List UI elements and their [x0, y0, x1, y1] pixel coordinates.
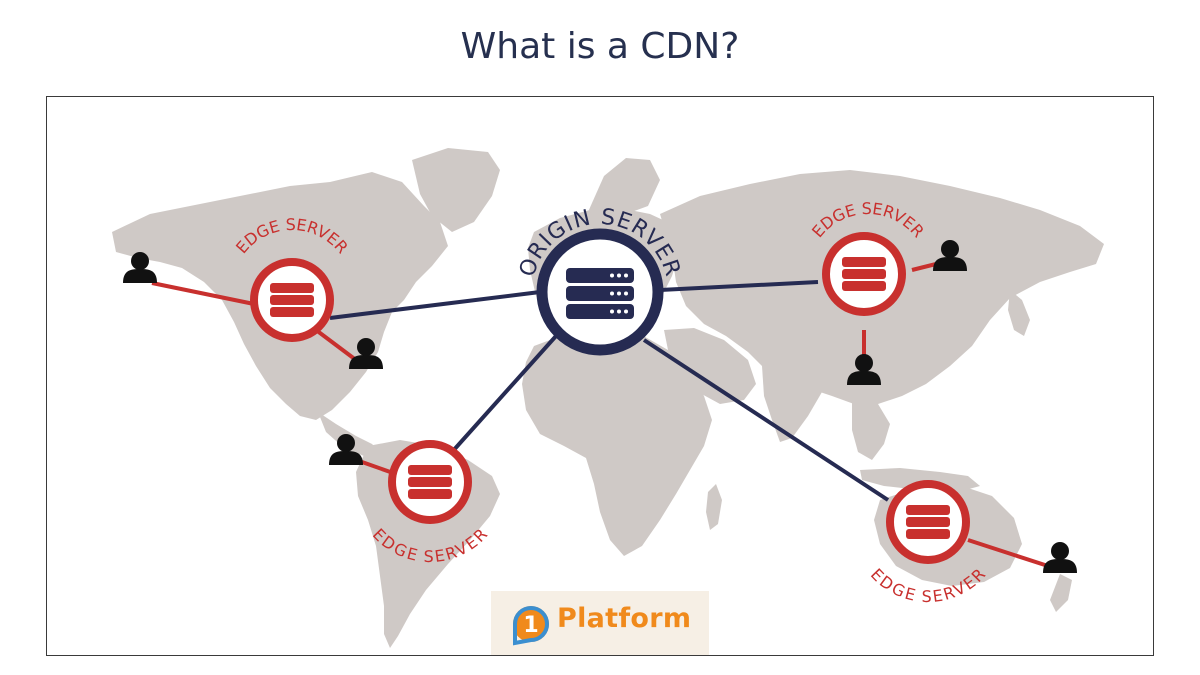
central-america-landmass — [318, 412, 380, 456]
user-icon — [1043, 542, 1077, 573]
server-rack-icon — [842, 257, 886, 291]
greenland-landmass — [412, 148, 500, 232]
server-rack-icon — [408, 465, 452, 499]
new-zealand-landmass — [1050, 574, 1072, 612]
server-rack-icon — [906, 505, 950, 539]
edge-server-asia: EDGE SERVER — [808, 199, 928, 316]
india-landmass — [762, 362, 822, 442]
page-title: What is a CDN? — [460, 26, 740, 67]
middle-east-landmass — [664, 328, 756, 404]
madagascar-landmass — [706, 484, 722, 530]
japan-landmass — [1008, 290, 1030, 336]
origin-links — [329, 280, 890, 502]
server-rack-icon — [270, 283, 314, 317]
platform-logo: 1 Platform — [491, 591, 709, 655]
scandinavia-landmass — [588, 158, 660, 214]
logo-mark-icon: 1 — [513, 606, 549, 646]
logo-mark-text: 1 — [523, 613, 538, 638]
africa-landmass — [522, 330, 712, 556]
server-rack-icon — [566, 268, 634, 319]
southeast-asia-landmass — [852, 398, 890, 460]
logo-text: Platform — [557, 603, 692, 634]
